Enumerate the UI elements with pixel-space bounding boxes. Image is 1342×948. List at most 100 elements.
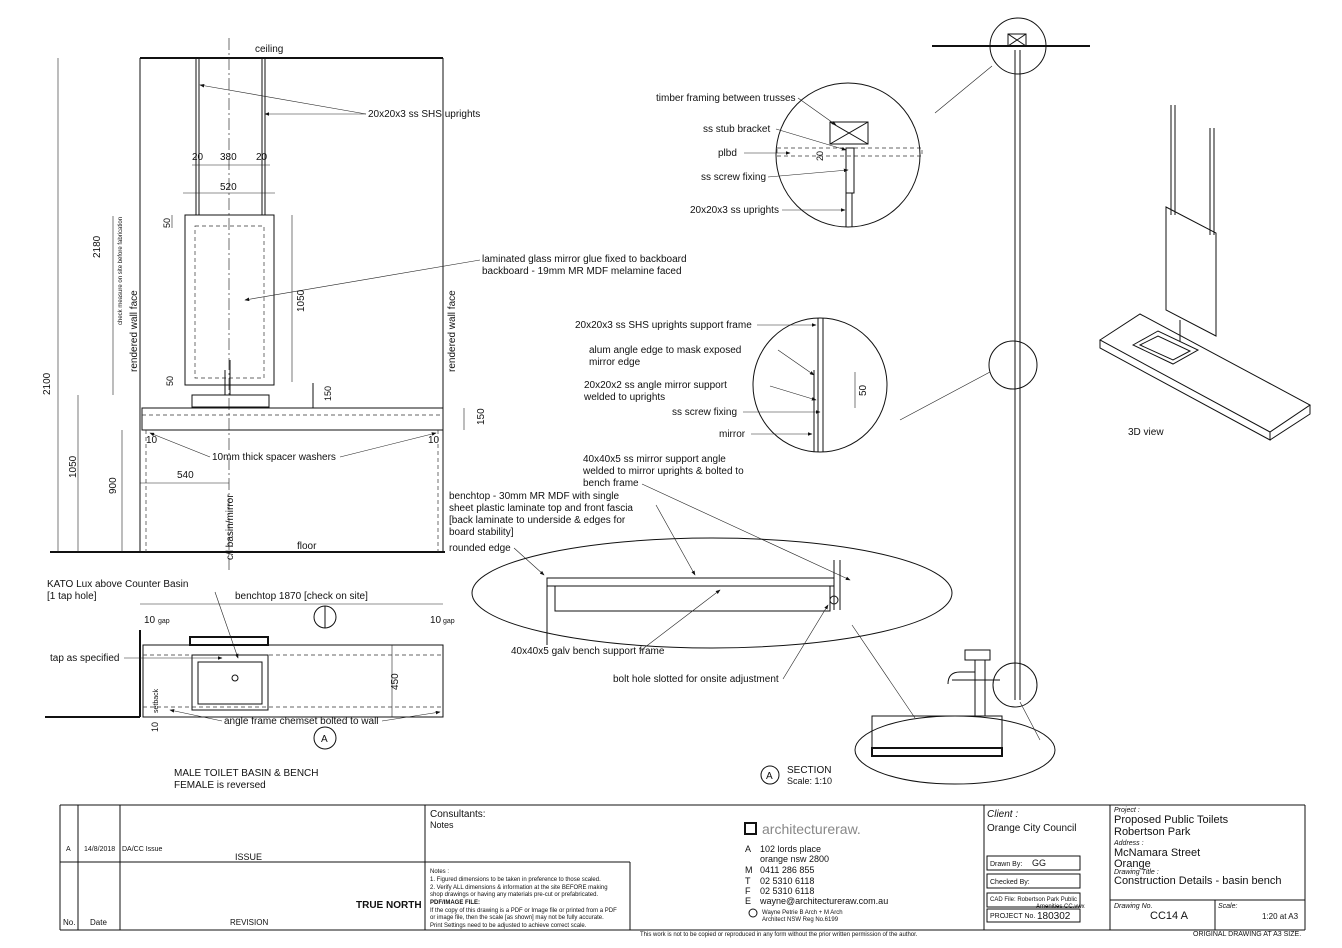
title-block: A 14/8/2018 DA/CC Issue ISSUE No. Date R…	[59, 804, 1306, 938]
copyright-footer: This work is not to be copied or reprodu…	[640, 932, 918, 938]
dim-20-detail: 20	[815, 151, 825, 161]
rev-desc: DA/CC Issue	[122, 846, 163, 853]
centreline-label: c/l basin/mirror	[225, 494, 236, 560]
cad-file-2: Amenities CC.vwx	[1036, 904, 1085, 910]
rendered-wall-left: rendered wall face	[129, 290, 140, 372]
rendered-wall-right: rendered wall face	[447, 290, 458, 372]
note-1: 1. Figured dimensions to be taken in pre…	[430, 877, 601, 883]
project-name-2: Robertson Park	[1114, 826, 1191, 838]
mirror-label: mirror	[719, 429, 746, 440]
tel-number: 02 5310 6118	[760, 876, 814, 886]
uprights-detail-label: 20x20x3 ss uprights	[690, 205, 779, 216]
note-2a: 2. Verify ALL dimensions & information a…	[430, 885, 608, 891]
gap-right-num: 10	[430, 615, 442, 626]
timber-label: timber framing between trusses	[656, 93, 796, 104]
section-letter: A	[766, 771, 773, 782]
rev-letter: A	[66, 846, 71, 853]
dim-380: 380	[220, 152, 237, 163]
screw-label: ss screw fixing	[701, 172, 766, 183]
dim-20a: 20	[192, 152, 204, 163]
dim-1050-left: 1050	[68, 455, 79, 478]
3d-view-label: 3D view	[1128, 427, 1164, 438]
address-value-2: Orange	[1114, 858, 1151, 870]
address-line-2: orange nsw 2800	[760, 854, 829, 864]
kato-label-2: [1 tap hole]	[47, 591, 97, 602]
pdf-1: If the copy of this drawing is a PDF or …	[430, 908, 617, 914]
dim-450: 450	[390, 673, 401, 690]
rounded-label: rounded edge	[449, 543, 511, 554]
section-title: SECTION	[787, 765, 831, 776]
issue-label: ISSUE	[235, 852, 262, 862]
mobile-label: M	[745, 865, 753, 875]
cad-file-1: CAD File: Robertson Park Public	[990, 897, 1077, 903]
dim-10-left: 10	[146, 435, 158, 446]
addr-a-label: A	[745, 844, 751, 854]
alum-label-2: mirror edge	[589, 357, 641, 368]
dim-20b: 20	[256, 152, 268, 163]
section-drawing: timber framing between trusses ss stub b…	[449, 17, 1090, 786]
note-2b: shop drawings or having any materials pr…	[430, 892, 598, 898]
pdf-3: Print Settings need to be adjusted to ac…	[430, 923, 587, 929]
dim-150-a: 150	[323, 386, 333, 401]
drawing-title-label: Drawing Title :	[1114, 869, 1159, 876]
ceiling-label: ceiling	[255, 44, 283, 55]
kato-label-1: KATO Lux above Counter Basin	[47, 579, 188, 590]
dim-50-detail: 50	[858, 384, 869, 396]
gap-right-txt: gap	[443, 618, 455, 625]
dim-520: 520	[220, 182, 237, 193]
address-label: Address :	[1113, 840, 1144, 847]
dim-900: 900	[108, 477, 119, 494]
stub-label: ss stub bracket	[703, 124, 770, 135]
floor-label: floor	[297, 541, 317, 552]
dim-2180: 2180	[92, 235, 103, 258]
client-label: Client :	[987, 809, 1018, 820]
dim-50-bottom: 50	[165, 376, 175, 386]
alum-label-1: alum angle edge to mask exposed	[589, 345, 741, 356]
section-marker-plan: A	[321, 734, 328, 745]
dim-2100: 2100	[42, 372, 53, 395]
support-label-1: 40x40x5 ss mirror support angle	[583, 454, 726, 465]
rev-date: 14/8/2018	[84, 846, 115, 853]
plan-title-1: MALE TOILET BASIN & BENCH	[174, 768, 319, 779]
dim-10-setback: 10	[150, 722, 160, 732]
bench-label-2: sheet plastic laminate top and front fas…	[449, 503, 633, 514]
drawn-by-value: GG	[1032, 858, 1046, 868]
drawing-no-label: Drawing No.	[1114, 903, 1153, 910]
copyright-2: Architect NSW Reg No.6199	[762, 917, 839, 923]
bench-label-3: [back laminate to underside & edges for	[449, 515, 626, 526]
benchtop-dim: benchtop 1870 [check on site]	[235, 591, 368, 602]
support-label-2: welded to mirror uprights & bolted to	[582, 466, 744, 477]
check-measure-note: check measure on site before fabrication	[118, 217, 124, 325]
uprights-label: 20x20x3 ss SHS uprights	[368, 109, 480, 120]
bolt-label: bolt hole slotted for onsite adjustment	[613, 674, 779, 685]
basin-elevation: ceiling floor 20x20x3 ss SHS uprights 20…	[42, 38, 687, 570]
address-line-1: 102 lords place	[760, 844, 821, 854]
frame-label: 20x20x3 ss SHS uprights support frame	[575, 320, 752, 331]
bench-label-4: board stability]	[449, 527, 514, 538]
email-address: wayne@architectureraw.com.au	[759, 896, 888, 906]
dim-150-b: 150	[476, 408, 487, 425]
bench-label-1: benchtop - 30mm MR MDF with single	[449, 491, 619, 502]
support-label-3: bench frame	[583, 478, 639, 489]
fax-number: 02 5310 6118	[760, 886, 814, 896]
copyright-1: Wayne Petrie B Arch + M Arch	[762, 910, 843, 916]
project-name-1: Proposed Public Toilets	[1114, 814, 1229, 826]
dim-540: 540	[177, 470, 194, 481]
drawing-no-value: CC14 A	[1150, 910, 1189, 922]
col-revision: REVISION	[230, 918, 268, 927]
tap-label: tap as specified	[50, 653, 120, 664]
mobile-number: 0411 286 855	[760, 865, 814, 875]
original-size-note: ORIGINAL DRAWING AT A3 SIZE.	[1193, 931, 1301, 938]
setback-label: setback	[153, 688, 160, 713]
section-scale: Scale: 1:10	[787, 776, 832, 786]
fax-label: F	[745, 886, 751, 896]
mirror-note-2: backboard - 19mm MR MDF melamine faced	[482, 266, 682, 277]
col-no: No.	[63, 918, 75, 927]
scale-label: Scale:	[1218, 903, 1238, 910]
scale-value: 1:20 at A3	[1262, 912, 1299, 921]
mirror-note-1: laminated glass mirror glue fixed to bac…	[482, 254, 687, 265]
architecture-raw-logo: architectureraw.	[762, 821, 861, 837]
spacer-note: 10mm thick spacer washers	[212, 452, 336, 463]
drawing-title: Construction Details - basin bench	[1114, 875, 1282, 887]
